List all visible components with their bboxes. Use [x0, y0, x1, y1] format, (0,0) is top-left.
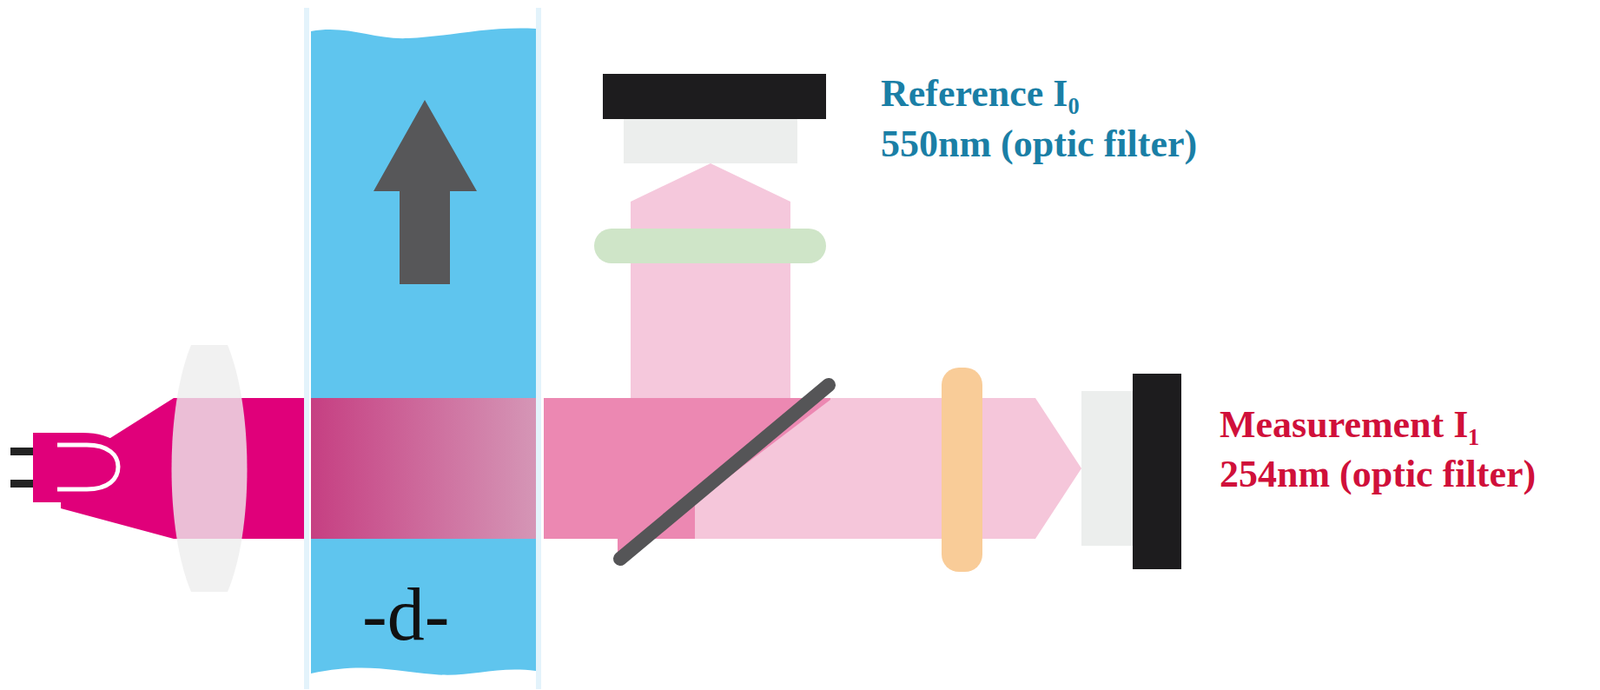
wavelength-label: 550nm (optic filter): [880, 123, 1197, 166]
measurement-detector: [1132, 373, 1182, 569]
reference-detector: [602, 73, 827, 120]
channel-wall: [304, 7, 310, 689]
lamp: [33, 432, 131, 503]
measurement-detector-window: [1081, 390, 1133, 546]
path-length-label: -d-: [362, 573, 450, 656]
reference-beam: [630, 163, 791, 398]
lamp-pin: [10, 479, 37, 488]
flow-arrow: [373, 99, 477, 285]
reference-detector-window: [623, 119, 798, 164]
channel-wall: [535, 7, 542, 689]
wavelength-label: 254nm (optic filter): [1219, 453, 1536, 496]
beam-splitter: [620, 384, 829, 559]
lamp-pin: [10, 447, 37, 456]
measurement-label: Measurement I₁: [1219, 403, 1481, 446]
flow-channel: [310, 28, 536, 675]
lamp-filament: [57, 444, 119, 490]
uv-filter: [941, 367, 983, 572]
absorbed-beam: [310, 397, 536, 539]
green-filter: [594, 228, 827, 264]
reference-label: Reference I₀: [880, 72, 1080, 115]
lens: [171, 344, 248, 592]
